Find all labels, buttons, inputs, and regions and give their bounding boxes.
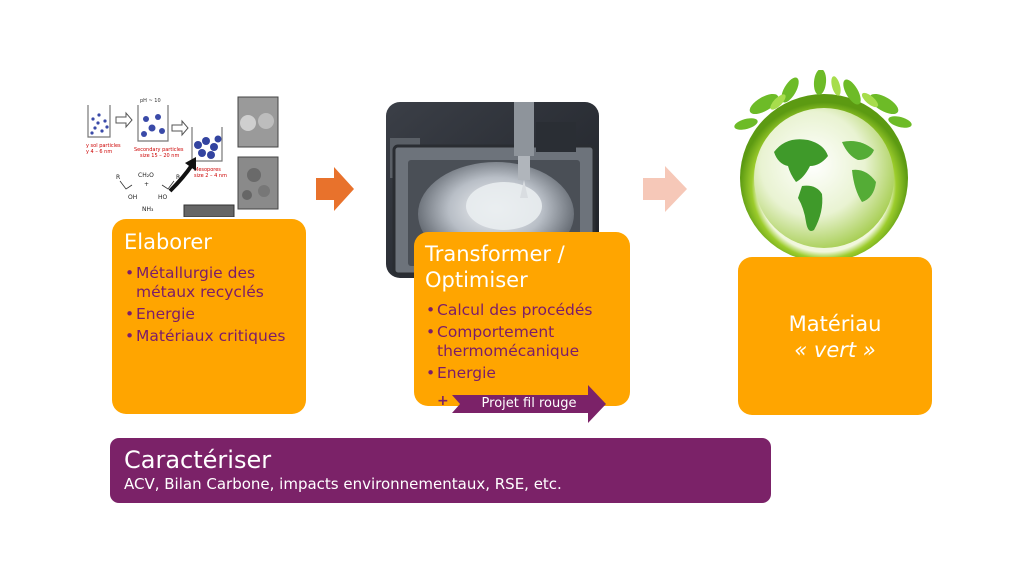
plus-icon: + [437,393,449,409]
elaborer-bullet-text: Energie [136,305,195,323]
mesopores-label: Mesopores [194,167,221,173]
mesopores-size-label: size 2 – 4 nm [194,173,227,179]
materiau-line2: « vert » [794,338,876,362]
transformer-bullet-item: •Calcul des procédés [426,301,593,319]
transformer-bullet-text: Comportement thermomécanique [437,323,580,360]
elaborer-bullet-item: •Métallurgie des métaux recyclés [125,264,264,301]
elaborer-bullet-item: •Energie [125,305,195,323]
chem-nh3: NH₃ [142,206,154,213]
chem-ho: HO [158,194,168,201]
secondary-size-label: size 15 – 20 nm [140,153,179,159]
arrow-right-light-icon [643,166,687,212]
elaborer-bullet-list: •Métallurgie des métaux recyclés •Energi… [124,264,294,346]
chem-r-left: R [116,174,120,181]
chem-ch2o: CH₂O [138,172,154,179]
caracteriser-title: Caractériser [124,446,272,474]
secondary-label: Secondary particles [134,147,184,153]
chem-plus: + [144,181,149,188]
primary-size-label: y 4 – 6 nm [86,149,112,155]
transformer-bullet-list: •Calcul des procédés •Comportement therm… [425,301,619,383]
elaborer-box: Elaborer •Métallurgie des métaux recyclé… [112,219,306,414]
transformer-bullet-text: Energie [437,364,496,382]
projet-fil-rouge-label: Projet fil rouge [481,396,577,411]
transformer-box: Transformer / Optimiser •Calcul des proc… [414,232,630,406]
elaborer-bullet-text: Métallurgie des métaux recyclés [136,264,264,301]
projet-fil-rouge-tag-shape [452,385,606,423]
transformer-bullet-text: Calcul des procédés [437,301,593,319]
transformer-title-line2: Optimiser [425,268,528,292]
chem-r-right: R [176,174,180,181]
caracteriser-subtitle: ACV, Bilan Carbone, impacts environnemen… [124,475,562,493]
chem-oh: OH [128,194,137,201]
chemistry-illustration: y sol particles y 4 – 6 nm pH ~ 10 Secon… [84,95,280,217]
arrow-right-icon [316,167,354,211]
materiau-box: Matériau « vert » [738,257,932,415]
transformer-bullet-item: •Energie [426,364,496,382]
ph-label: pH ~ 10 [140,98,161,104]
green-globe-image [734,70,912,262]
elaborer-bullet-text: Matériaux critiques [136,327,286,345]
transformer-title-line1: Transformer / [425,242,565,266]
caracteriser-banner: Caractériser ACV, Bilan Carbone, impacts… [110,438,771,503]
elaborer-title: Elaborer [124,230,212,254]
elaborer-bullet-item: •Matériaux critiques [125,327,286,345]
transformer-bullet-item: •Comportement thermomécanique [426,323,580,360]
materiau-line1: Matériau [788,312,882,336]
primary-label: y sol particles [86,143,121,149]
